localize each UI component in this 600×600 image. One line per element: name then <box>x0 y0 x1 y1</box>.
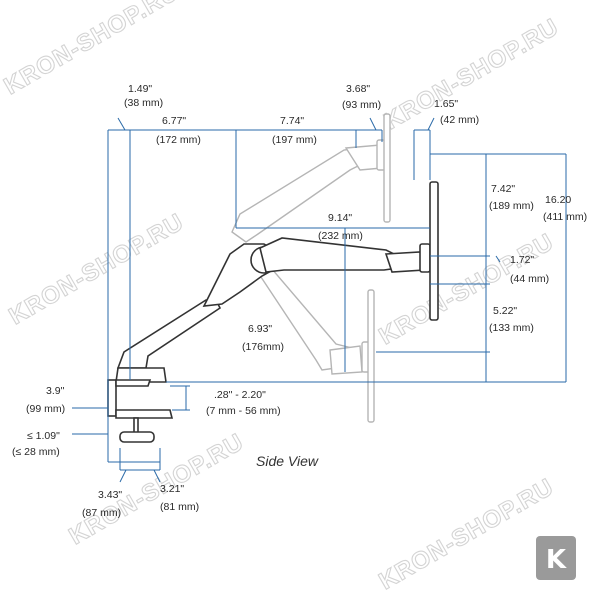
dim-pole-height-inch: 6.93" <box>248 323 272 335</box>
dim-extension-inch: 9.14" <box>328 212 352 224</box>
dim-pole-height-mm: (176mm) <box>242 341 284 353</box>
dimension-lines <box>72 117 567 483</box>
watermark-text: KRON-SHOP.RU <box>65 428 249 550</box>
view-title: Side View <box>256 453 319 469</box>
dim-lower-drop-inch: 5.22" <box>493 305 517 317</box>
dimension-labels: 1.49" (38 mm) 6.77" (172 mm) 7.74" (197 … <box>12 83 587 519</box>
dim-clamp-width-mm: (81 mm) <box>160 501 199 513</box>
dim-total-height-inch: 16.20 <box>545 194 571 206</box>
dim-clamp-gap-mm: (≤ 28 mm) <box>12 446 60 458</box>
dim-clamp-depth-inch: 3.43" <box>98 489 122 501</box>
dim-desk-thickness-mm: (7 mm - 56 mm) <box>206 405 281 417</box>
arm-ghost-positions <box>231 113 391 423</box>
dim-head-width-inch: 3.68" <box>346 83 370 95</box>
shop-logo-letter: K <box>546 545 567 575</box>
dim-head-width-mm: (93 mm) <box>342 99 381 111</box>
watermark-text: KRON-SHOP.RU <box>5 208 189 330</box>
dim-base-height-inch: 3.9" <box>46 385 65 397</box>
dim-top-offset-mm: (38 mm) <box>124 97 163 109</box>
dim-arm-upper-mm: (197 mm) <box>272 134 317 146</box>
watermark-text: KRON-SHOP.RU <box>375 473 559 595</box>
watermark-text: KRON-SHOP.RU <box>0 0 184 100</box>
dim-arm-upper-inch: 7.74" <box>280 115 304 127</box>
dim-total-height-mm: (411 mm) <box>543 211 587 223</box>
dim-arm-base-inch: 6.77" <box>162 115 186 127</box>
dim-tilt-offset-mm: (44 mm) <box>510 273 549 285</box>
dim-base-height-mm: (99 mm) <box>26 403 65 415</box>
dim-upper-rise-mm: (189 mm) <box>489 200 534 212</box>
dim-extension-mm: (232 mm) <box>318 230 363 242</box>
dim-clamp-depth-mm: (87 mm) <box>82 507 121 519</box>
dim-upper-rise-inch: 7.42" <box>491 183 515 195</box>
dim-tilt-offset-inch: 1.72" <box>510 254 534 266</box>
dim-clamp-gap-inch: ≤ 1.09" <box>27 430 60 442</box>
shop-logo-badge: K <box>536 536 576 580</box>
dim-head-depth-inch: 1.65" <box>434 98 458 110</box>
dim-clamp-width-inch: 3.21" <box>160 483 184 495</box>
dim-arm-base-mm: (172 mm) <box>156 134 201 146</box>
dim-desk-thickness-inch: .28" - 2.20" <box>214 389 266 401</box>
dim-head-depth-mm: (42 mm) <box>440 114 479 126</box>
dim-lower-drop-mm: (133 mm) <box>489 322 534 334</box>
dim-top-offset-inch: 1.49" <box>128 83 152 95</box>
